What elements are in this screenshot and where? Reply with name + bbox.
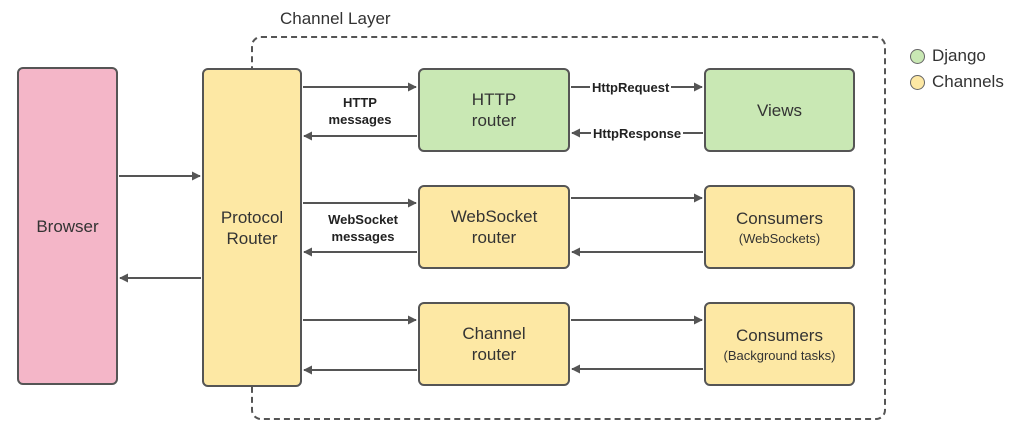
legend-item-django: Django <box>910 46 986 66</box>
protocol-router-node: Protocol Router <box>202 68 302 387</box>
legend-label-django: Django <box>932 46 986 65</box>
websocket-messages-label: WebSocket messages <box>313 211 413 245</box>
websocket-messages-label-line2: messages <box>331 229 395 244</box>
consumers-background-label: Consumers <box>736 325 823 345</box>
protocol-router-label-line2: Router <box>226 228 278 248</box>
websocket-router-node: WebSocket router <box>418 185 570 269</box>
http-router-node: HTTP router <box>418 68 570 152</box>
legend-label-channels: Channels <box>932 72 1004 91</box>
http-router-label-line1: HTTP <box>471 90 517 109</box>
channel-router-label-line1: Channel <box>462 324 526 343</box>
channel-router-label-line2: router <box>471 345 517 364</box>
websocket-messages-label-line1: WebSocket <box>328 212 398 227</box>
consumers-websockets-label: Consumers <box>736 208 823 228</box>
channel-router-node: Channel router <box>418 302 570 386</box>
http-messages-label-line2: messages <box>328 112 392 127</box>
http-request-label: HttpRequest <box>590 79 672 96</box>
legend-dot-channels-icon <box>910 74 925 90</box>
legend-dot-django-icon <box>910 48 925 64</box>
views-node: Views <box>704 68 855 152</box>
http-response-label: HttpResponse <box>591 125 684 142</box>
consumers-websockets-sublabel: (WebSockets) <box>738 230 821 246</box>
browser-label: Browser <box>36 216 99 236</box>
consumers-background-sublabel: (Background tasks) <box>723 347 836 363</box>
http-router-label-line2: router <box>471 111 517 130</box>
browser-node: Browser <box>17 67 118 385</box>
legend-item-channels: Channels <box>910 72 1004 92</box>
consumers-websockets-node: Consumers (WebSockets) <box>704 185 855 269</box>
websocket-router-label-line2: router <box>471 228 517 247</box>
http-messages-label-line1: HTTP <box>343 95 377 110</box>
consumers-background-node: Consumers (Background tasks) <box>704 302 855 386</box>
websocket-router-label-line1: WebSocket <box>450 207 538 226</box>
protocol-router-label-line1: Protocol <box>220 207 284 227</box>
views-label: Views <box>756 100 803 120</box>
http-messages-label: HTTP messages <box>318 94 402 128</box>
channel-layer-title: Channel Layer <box>280 9 391 28</box>
